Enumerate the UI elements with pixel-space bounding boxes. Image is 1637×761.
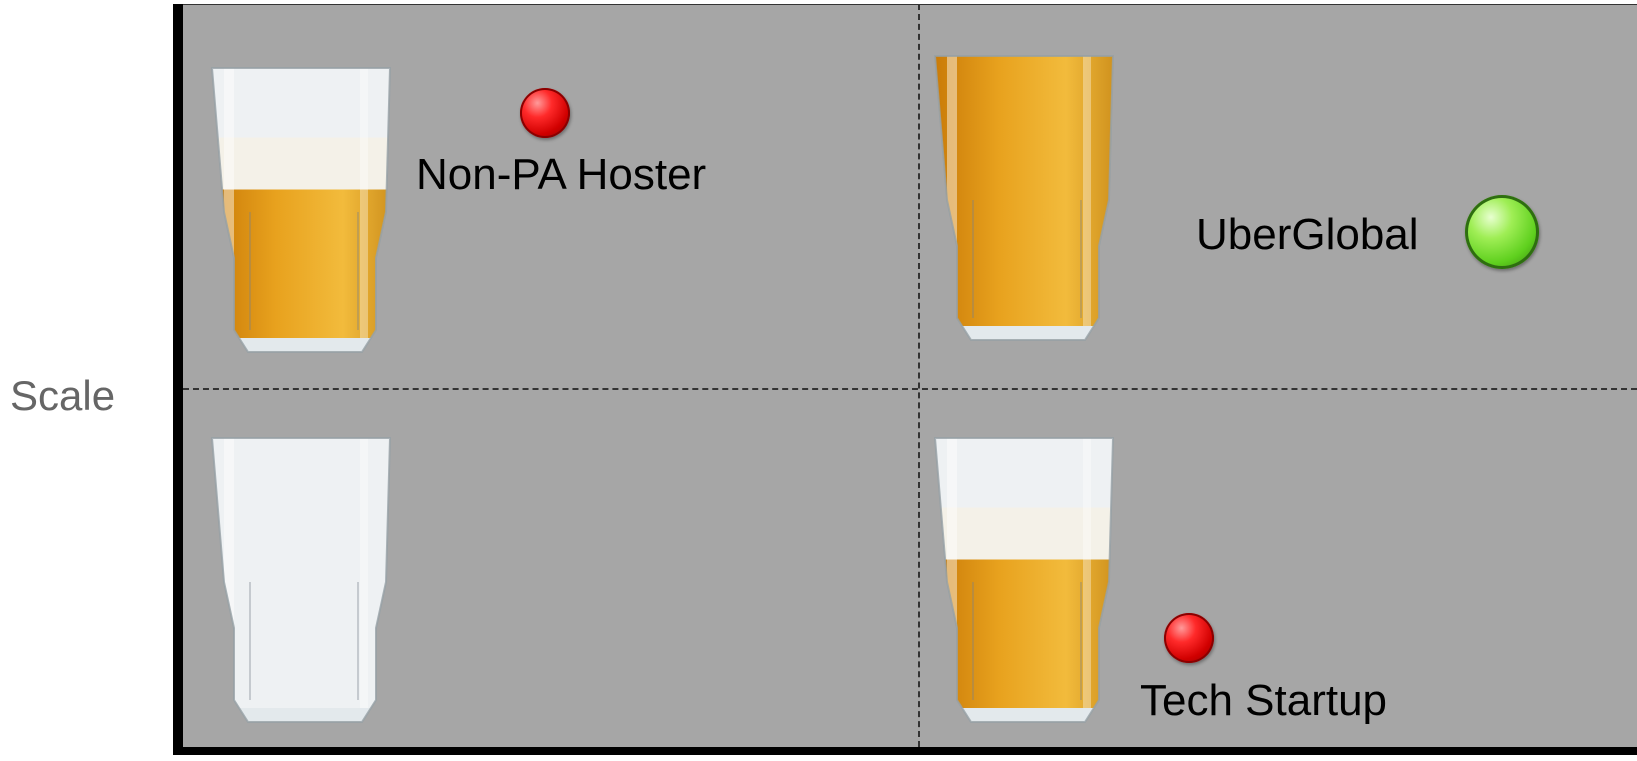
status-indicator-red [520,88,570,138]
status-indicator-green [1465,195,1539,269]
matrix-background [173,4,1637,747]
y-axis-line [173,4,183,755]
y-axis-label: Scale [10,372,116,419]
horizontal-divider [183,388,1637,390]
beer-glass-icon [210,67,392,353]
beer-glass-icon [933,437,1115,723]
x-axis-line [173,747,1637,755]
quadrant-label-uberglobal: UberGlobal [1196,210,1419,259]
beer-glass-icon [210,437,392,723]
beer-glass-icon [933,55,1115,341]
vertical-divider [918,4,920,747]
status-indicator-red [1164,613,1214,663]
quadrant-label-non-pa-hoster: Non-PA Hoster [416,150,707,199]
top-border [173,4,1637,5]
quadrant-label-tech-startup: Tech Startup [1140,676,1388,725]
